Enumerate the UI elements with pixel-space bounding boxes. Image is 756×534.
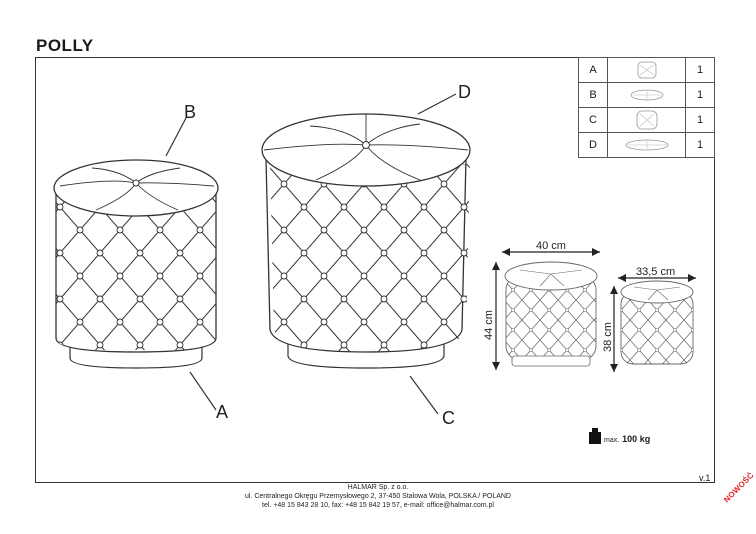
large-height-label: 44 cm <box>483 310 495 340</box>
small-pouf-lid-icon <box>607 82 686 108</box>
small-height-label: 38 cm <box>602 322 614 352</box>
parts-table: A 1 B 1 C 1 D 1 <box>578 57 715 158</box>
max-load-prefix: max. <box>604 437 620 444</box>
small-width-label: 33,5 cm <box>636 266 675 278</box>
callout-c: C <box>442 408 455 428</box>
dimension-view-large <box>492 248 600 370</box>
small-pouf-lid <box>53 159 219 217</box>
small-pouf-body-icon <box>607 57 686 83</box>
large-pouf-tufting <box>270 164 470 352</box>
part-qty: 1 <box>685 82 715 108</box>
product-title: POLLY <box>36 36 94 55</box>
weight-icon <box>589 428 601 444</box>
small-pouf-drawing <box>53 117 219 411</box>
part-letter: A <box>578 57 608 83</box>
max-load-value: 100 kg <box>622 434 651 444</box>
large-pouf-body-icon <box>607 107 686 133</box>
small-pouf-tufting <box>56 190 216 350</box>
dimension-view-small <box>610 274 696 372</box>
footer-address: ul. Centralnego Okręgu Przemysłowego 2, … <box>244 493 511 500</box>
large-width-label: 40 cm <box>536 240 566 252</box>
callout-a: A <box>216 402 228 422</box>
max-load: max. 100 kg <box>589 428 650 444</box>
parts-row-d: D 1 <box>578 132 715 158</box>
drawing-frame <box>35 57 715 483</box>
parts-row-c: C 1 <box>578 107 715 133</box>
footer: HALMAR Sp. z o.o. ul. Centralnego Okręgu… <box>0 483 756 510</box>
large-pouf-drawing <box>261 93 471 415</box>
version-label: v.1 <box>699 473 711 483</box>
footer-contact: tel. +48 15 843 28 10, fax: +48 15 842 1… <box>262 502 494 509</box>
callout-d: D <box>458 82 471 102</box>
part-qty: 1 <box>685 107 715 133</box>
parts-row-b: B 1 <box>578 82 715 108</box>
part-qty: 1 <box>685 132 715 158</box>
part-letter: D <box>578 132 608 158</box>
footer-company: HALMAR Sp. z o.o. <box>347 484 409 491</box>
callout-b: B <box>184 102 196 122</box>
